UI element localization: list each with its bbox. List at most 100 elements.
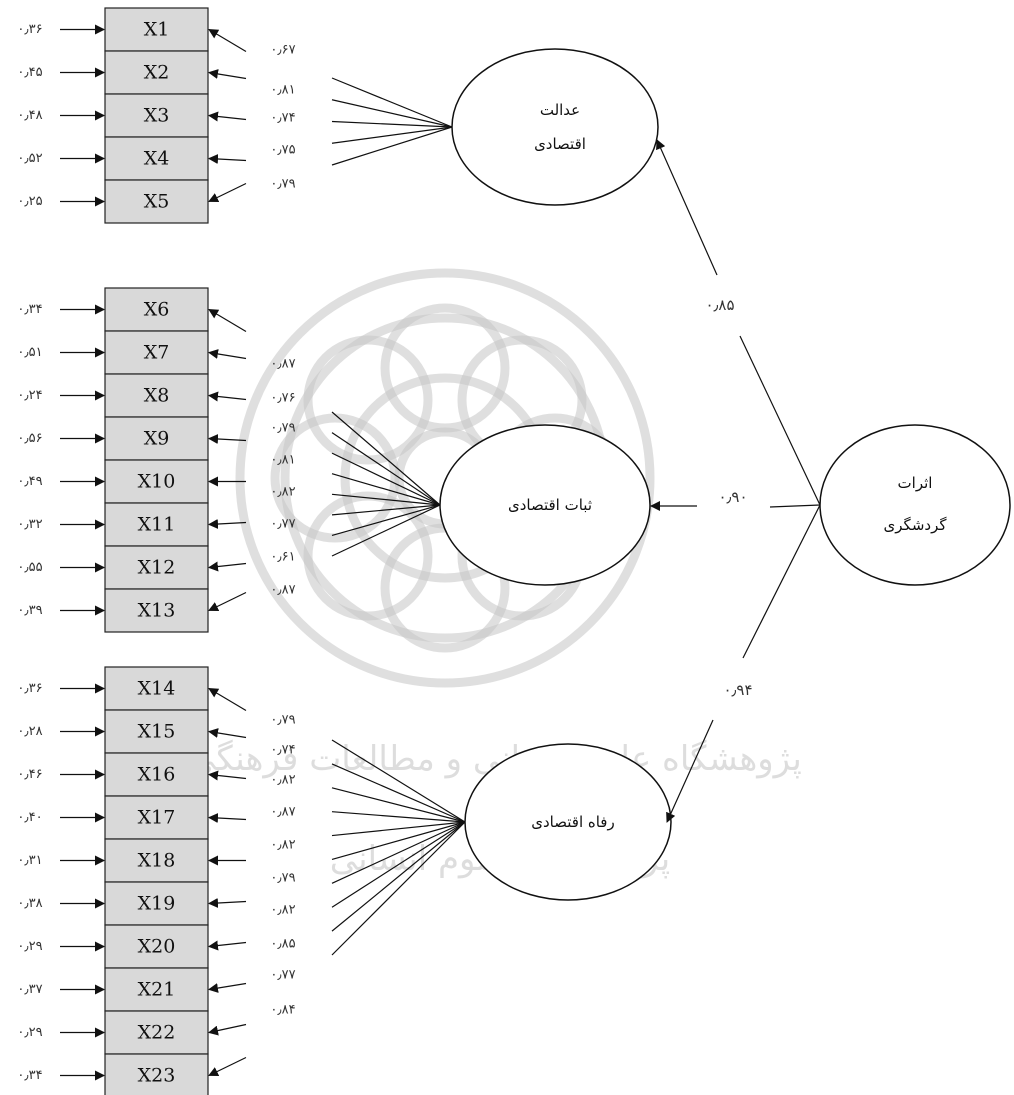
latent-label: رفاه اقتصادی	[531, 813, 614, 831]
loading-value: ۰٫۸۷	[270, 357, 295, 372]
error-value: ۰٫۳۴	[17, 302, 42, 317]
indicator-box	[104, 179, 209, 224]
path-line-1	[739, 335, 821, 506]
fan-line	[331, 811, 466, 823]
indicator-box	[104, 373, 209, 418]
indicator-box	[104, 881, 209, 926]
loading-value: ۰٫۷۵	[270, 143, 295, 158]
indicator-label: X9	[144, 428, 170, 450]
indicator-label: X4	[144, 148, 170, 170]
indicator-box	[104, 93, 209, 138]
fan-line	[331, 504, 441, 516]
loading-value: ۰٫۷۴	[270, 743, 295, 758]
fan-line	[331, 821, 466, 861]
fan-line	[331, 821, 466, 837]
indicator-box	[104, 752, 209, 797]
indicator-box	[104, 924, 209, 969]
fan-line	[331, 821, 466, 956]
indicator-label: X21	[138, 979, 176, 1001]
loading-arrow	[208, 433, 247, 444]
latent-ellipse	[451, 48, 659, 206]
path-arrow-3	[666, 719, 714, 823]
loading-value: ۰٫۷۷	[270, 968, 295, 983]
loading-arrow	[208, 182, 247, 203]
indicator-label: X1	[144, 19, 170, 41]
path-arrow-1	[656, 139, 718, 276]
indicator-box	[104, 330, 209, 375]
indicator-label: X15	[138, 721, 176, 743]
indicator-box	[104, 545, 209, 590]
fan-line	[331, 120, 453, 128]
error-value: ۰٫۳۲	[17, 517, 42, 532]
loading-arrow	[208, 982, 247, 993]
loading-value: ۰٫۸۵	[270, 937, 295, 952]
error-value: ۰٫۳۶	[17, 22, 42, 37]
fan-line	[331, 411, 441, 506]
error-value: ۰٫۵۱	[17, 345, 42, 360]
indicator-label: X13	[138, 600, 176, 622]
indicator-label: X22	[138, 1022, 176, 1044]
path-line-2	[769, 504, 821, 508]
loading-value: ۰٫۷۷	[270, 517, 295, 532]
loading-arrow	[208, 111, 247, 122]
fan-line	[331, 126, 453, 166]
latent-label: ثبات اقتصادی	[508, 496, 592, 514]
indicator-box	[104, 416, 209, 461]
indicator-box	[104, 838, 209, 883]
loading-value: ۰٫۸۲	[270, 485, 295, 500]
loading-value: ۰٫۷۹	[270, 871, 295, 886]
fan-line	[331, 821, 466, 932]
second-order-label-line2: گردشگری	[884, 516, 948, 534]
loading-value: ۰٫۷۹	[270, 713, 295, 728]
loading-value: ۰٫۸۲	[270, 838, 295, 853]
fan-line	[331, 763, 466, 823]
loading-value: ۰٫۶۱	[270, 550, 295, 565]
fan-line	[331, 77, 453, 128]
fan-line	[331, 126, 453, 144]
indicator-label: X10	[138, 471, 176, 493]
loading-arrow	[208, 391, 247, 402]
indicator-label: X3	[144, 105, 170, 127]
error-value: ۰٫۳۱	[17, 853, 42, 868]
indicator-box	[104, 1010, 209, 1055]
fan-line	[331, 504, 441, 557]
error-value: ۰٫۳۷	[17, 982, 42, 997]
loading-arrow	[208, 812, 247, 823]
fan-line	[331, 739, 466, 823]
indicator-label: X5	[144, 191, 170, 213]
error-value: ۰٫۴۰	[17, 810, 42, 825]
error-value: ۰٫۳۶	[17, 681, 42, 696]
loading-value: ۰٫۷۹	[270, 177, 295, 192]
error-value: ۰٫۴۹	[17, 474, 42, 489]
error-value: ۰٫۲۵	[17, 194, 42, 209]
path-coef-3: ۰٫۹۴	[723, 681, 752, 699]
error-value: ۰٫۵۶	[17, 431, 42, 446]
error-value: ۰٫۳۸	[17, 896, 42, 911]
error-value: ۰٫۲۴	[17, 388, 42, 403]
loading-arrow	[208, 940, 247, 951]
error-value: ۰٫۴۶	[17, 767, 42, 782]
indicator-label: X2	[144, 62, 170, 84]
latent-factor-2: ثبات اقتصادی	[439, 424, 651, 586]
path-coef-2: ۰٫۹۰	[718, 488, 747, 506]
latent-label-line2: اقتصادی	[534, 135, 586, 153]
loading-arrow	[208, 591, 247, 612]
fan-line	[331, 473, 441, 506]
error-value: ۰٫۲۸	[17, 724, 42, 739]
factor-indicators-2: X6۰٫۳۴۰٫۸۷X7۰٫۵۱۰٫۷۶X8۰٫۲۴۰٫۷۹X9۰٫۵۶۰٫۸۱…	[17, 287, 441, 633]
second-order-ellipse	[819, 424, 1011, 586]
fan-line	[331, 821, 466, 884]
loading-arrow	[208, 561, 247, 572]
indicator-label: X14	[138, 678, 176, 700]
fan-line	[331, 493, 441, 506]
loading-arrow	[208, 770, 247, 781]
error-value: ۰٫۳۴	[17, 1068, 42, 1083]
second-order-label-line1: اثرات	[898, 474, 933, 492]
fan-line	[331, 99, 453, 128]
indicator-label: X12	[138, 557, 176, 579]
watermark-emblem	[235, 268, 655, 688]
loading-value: ۰٫۸۱	[270, 83, 295, 98]
